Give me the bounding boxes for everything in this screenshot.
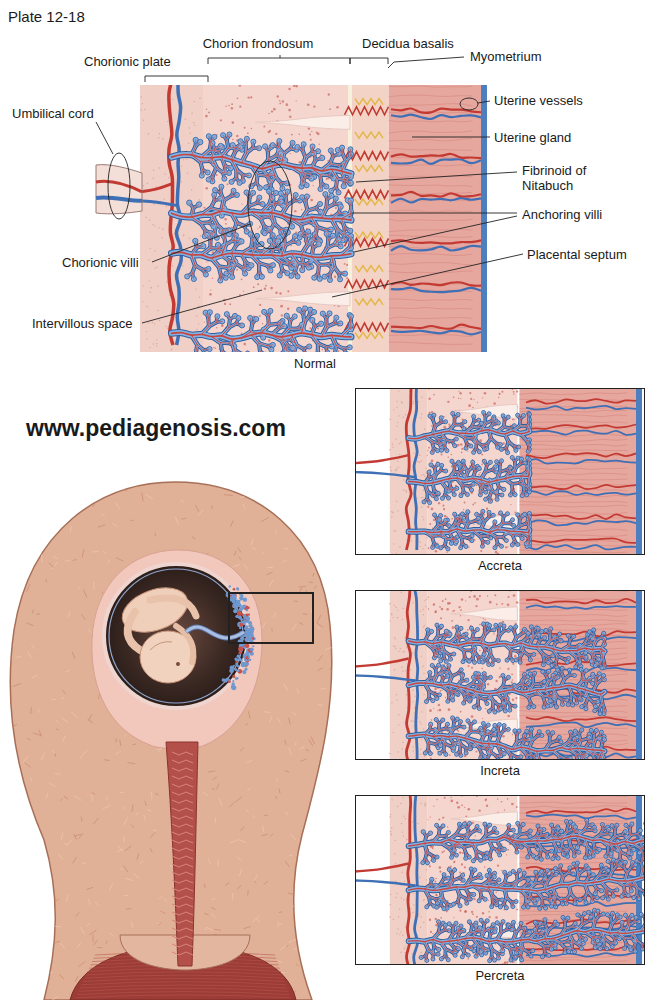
part-label: Umbilical cord <box>12 106 94 121</box>
part-label: Uterine vessels <box>494 93 583 108</box>
panel-caption: Normal <box>140 356 490 371</box>
section-panel: Accreta <box>355 388 645 555</box>
part-label: Fibrinoid of Nitabuch <box>522 163 606 193</box>
part-label: Decidua basalis <box>362 36 454 51</box>
part-label: Chorion frondosum <box>203 36 314 51</box>
panel-caption: Accreta <box>356 558 644 573</box>
uterus-illustration <box>0 481 336 1000</box>
villi <box>409 410 532 551</box>
plate-title: Plate 12-18 <box>8 8 85 25</box>
watermark: www.pediagenosis.com <box>26 416 286 441</box>
leader-lines <box>96 55 523 323</box>
villi <box>409 622 607 760</box>
panel-caption: Increta <box>356 763 644 778</box>
placenta-section <box>355 789 657 971</box>
part-label: Placental septum <box>527 247 627 262</box>
part-label: Chorionic plate <box>84 54 171 69</box>
part-label: Myometrium <box>470 49 542 64</box>
umbilical-cord <box>96 165 142 214</box>
villi <box>172 132 354 352</box>
placenta-section <box>355 584 645 773</box>
section-panel: Increta <box>355 590 645 760</box>
panel-caption: Percreta <box>356 968 644 983</box>
part-label: Intervillous space <box>32 316 132 331</box>
villi <box>409 818 645 962</box>
part-label: Anchoring villi <box>522 207 602 222</box>
part-label: Chorionic villi <box>62 255 139 270</box>
section-panel: Normal <box>140 85 490 352</box>
section-panel: Percreta <box>355 795 645 965</box>
part-label: Uterine gland <box>494 130 571 145</box>
placenta-section <box>355 382 645 559</box>
placenta-section <box>96 79 490 366</box>
